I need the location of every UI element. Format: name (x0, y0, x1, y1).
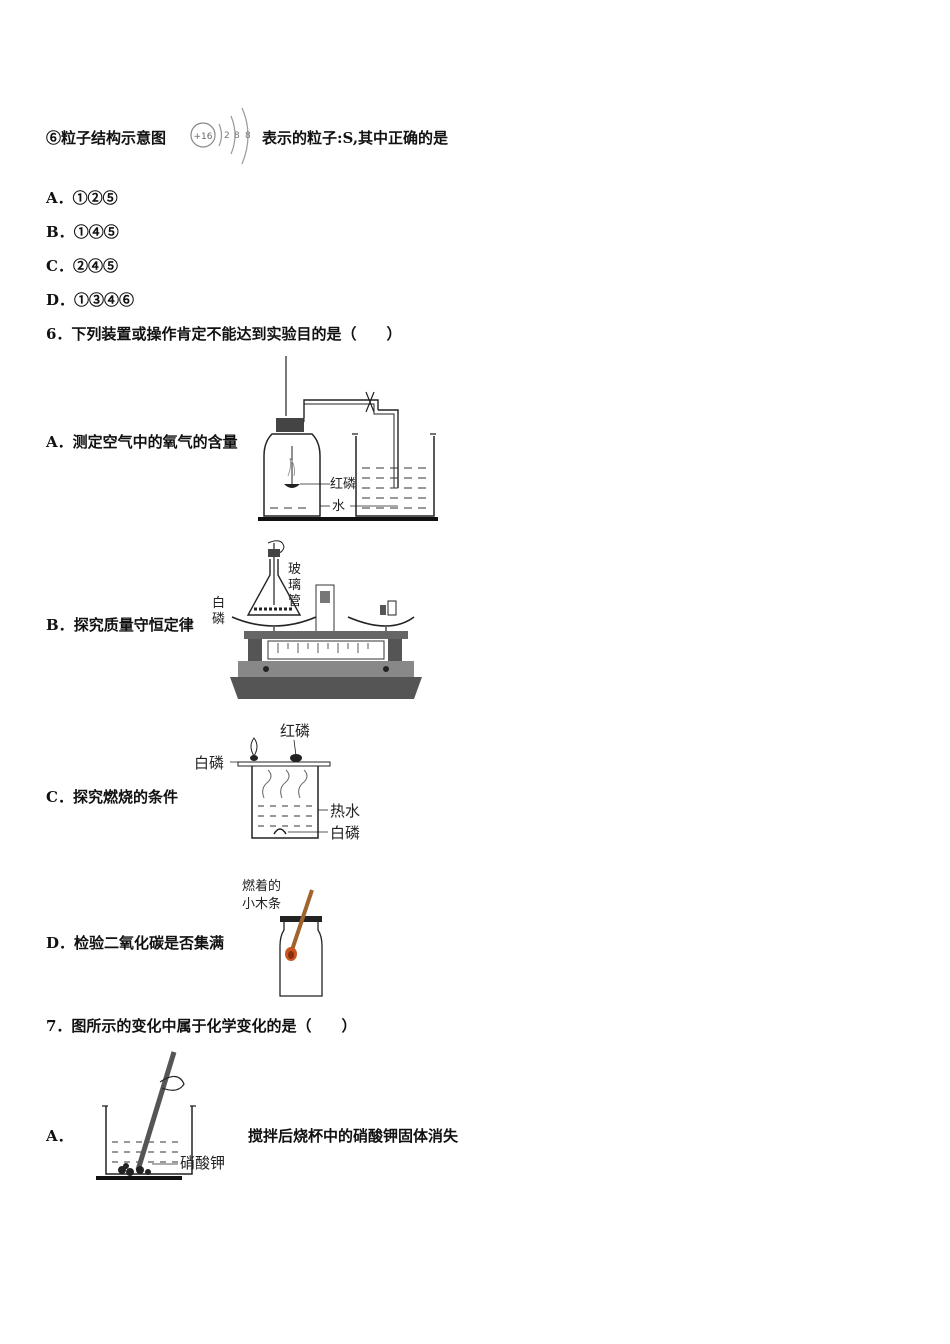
option-letter: D． (46, 934, 75, 952)
white-phosphorus-top-label: 白磷 (194, 754, 224, 772)
combustion-conditions-apparatus: 红磷 白磷 热水 白磷 (194, 722, 360, 842)
item6-line: ⑥粒子结构示意图 (46, 127, 166, 148)
co2-collection-check-apparatus: 燃着的 小木条 (242, 878, 323, 997)
burning-stick-label-1: 燃着的 (242, 878, 281, 894)
q5-option-c: C．②④⑤ (46, 255, 118, 276)
nucleus-charge: +16 (194, 132, 213, 142)
option-text: 探究燃烧的条件 (72, 788, 178, 806)
option-text: ①④⑤ (73, 223, 119, 241)
q5-option-d: D．①③④⑥ (46, 289, 134, 310)
q6-option-d: D．检验二氧化碳是否集满 (46, 932, 224, 953)
q6-option-b: B．探究质量守恒定律 (46, 614, 194, 635)
option-text: 检验二氧化碳是否集满 (74, 934, 225, 952)
shell-3-count: 8 (245, 131, 251, 141)
water-label: 水 (332, 499, 345, 514)
option-letter: A． (46, 433, 73, 451)
glass-tube-label-1: 玻 (288, 562, 301, 577)
potassium-nitrate-label: 硝酸钾 (180, 1154, 225, 1172)
shell-2-count: 8 (234, 131, 240, 141)
q7-option-a-text: 搅拌后烧杯中的硝酸钾固体消失 (248, 1127, 459, 1145)
glass-tube-label-2: 璃 (288, 578, 301, 593)
q6-option-a: A．测定空气中的氧气的含量 (46, 431, 238, 452)
nucleus-circle (190, 122, 216, 148)
potassium-nitrate-dissolving-apparatus: 硝酸钾 (96, 1051, 225, 1180)
option-text: ①③④⑥ (74, 291, 135, 309)
item6-suffix-line: 表示的粒子:S,其中正确的是 (262, 127, 448, 148)
q6-stem: 6．下列装置或操作肯定不能达到实验目的是（ ） (46, 325, 402, 343)
mass-conservation-apparatus: 玻 璃 管 白 磷 (212, 540, 422, 699)
white-phosphorus-label-1: 白 (212, 595, 225, 611)
option-letter: A． (46, 189, 73, 207)
item6-suffix: 表示的粒子:S,其中正确的是 (262, 129, 449, 147)
q6-option-c: C．探究燃烧的条件 (46, 786, 178, 807)
option-letter: B． (46, 223, 74, 241)
option-text: 探究质量守恒定律 (73, 616, 194, 634)
white-phosphorus-bottom-label: 白磷 (330, 824, 360, 842)
atom-structure-diagram: +16 2 8 8 (190, 107, 251, 165)
item6-prefix: ⑥粒子结构示意图 (46, 129, 167, 147)
oxygen-content-apparatus: 红磷 水 (258, 356, 438, 521)
option-letter: C． (46, 257, 73, 275)
option-text: ①②⑤ (72, 189, 118, 207)
white-phosphorus-label-2: 磷 (212, 612, 225, 627)
red-phosphorus-label: 红磷 (280, 722, 310, 740)
q5-option-b: B．①④⑤ (46, 221, 119, 242)
q7-option-a-letter: A． (46, 1127, 73, 1145)
hot-water-label: 热水 (330, 802, 360, 820)
q7-stem: 7．图所示的变化中属于化学变化的是（ ） (46, 1017, 357, 1035)
option-text: 测定空气中的氧气的含量 (72, 433, 238, 451)
red-phosphorus-label: 红磷 (330, 476, 356, 492)
option-letter: C． (46, 788, 73, 806)
option-letter: B． (46, 616, 74, 634)
shell-1-count: 2 (224, 131, 230, 141)
burning-stick-label-2: 小木条 (242, 896, 281, 912)
q5-option-a: A．①②⑤ (46, 187, 118, 208)
option-letter: D． (46, 291, 75, 309)
option-text: ②④⑤ (72, 257, 118, 275)
